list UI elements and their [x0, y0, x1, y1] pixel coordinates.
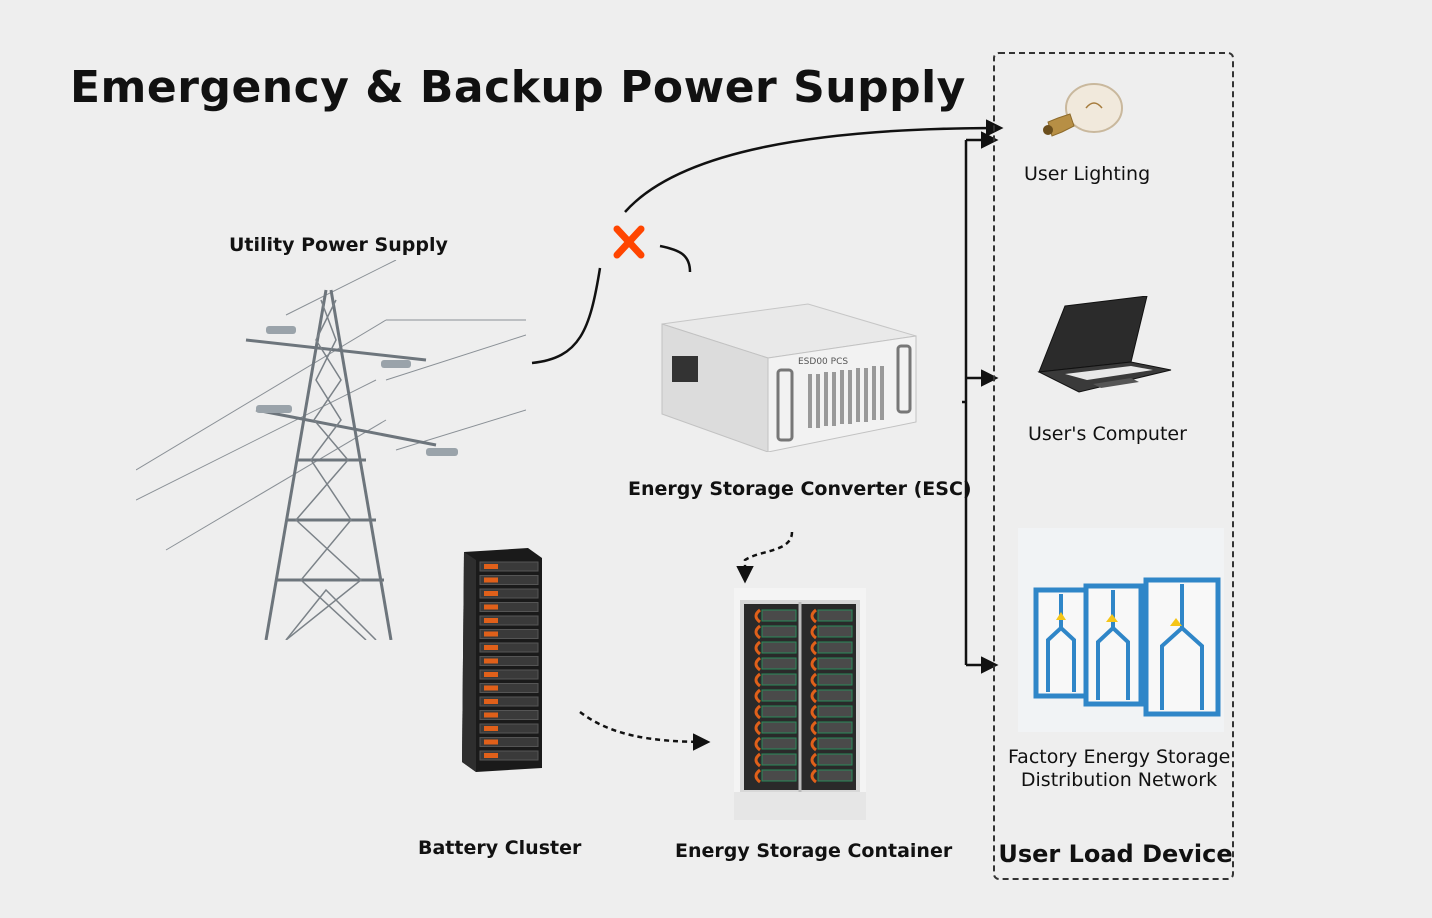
distribution-cabinet-icon — [1018, 528, 1224, 732]
light-bulb-icon — [1043, 83, 1123, 137]
load-bus-line — [962, 140, 968, 665]
storage-container-icon — [734, 588, 866, 820]
esc-to-container-arrow — [736, 531, 794, 584]
laptop-icon — [1037, 296, 1172, 393]
load-label-factory-line2: Distribution Network — [1020, 769, 1218, 791]
utility-to-lighting-line — [624, 119, 1004, 213]
power-tower-icon — [136, 260, 526, 640]
cross-mark-icon — [613, 225, 645, 259]
load-group-label: User Load Device — [998, 840, 1233, 868]
user-load-group — [993, 52, 1234, 880]
load-label-factory-line1: Factory Energy Storage — [1008, 746, 1231, 768]
load-label-lighting: User Lighting — [1024, 163, 1151, 185]
container-label: Energy Storage Container — [675, 840, 953, 862]
esc-label: Energy Storage Converter (ESC) — [628, 478, 972, 500]
esc-badge: ESD00 PCS — [798, 357, 848, 367]
utility-feed-line — [531, 267, 602, 365]
battery-rack-icon — [462, 548, 542, 772]
utility-label: Utility Power Supply — [229, 234, 448, 256]
battery-label: Battery Cluster — [418, 837, 582, 859]
converter-icon: ESD00 PCS — [661, 303, 917, 452]
page-title: Emergency & Backup Power Supply — [70, 62, 966, 113]
esc-stub-line — [659, 244, 692, 273]
load-label-computer: User's Computer — [1028, 423, 1187, 445]
battery-to-container-arrow — [579, 711, 711, 751]
